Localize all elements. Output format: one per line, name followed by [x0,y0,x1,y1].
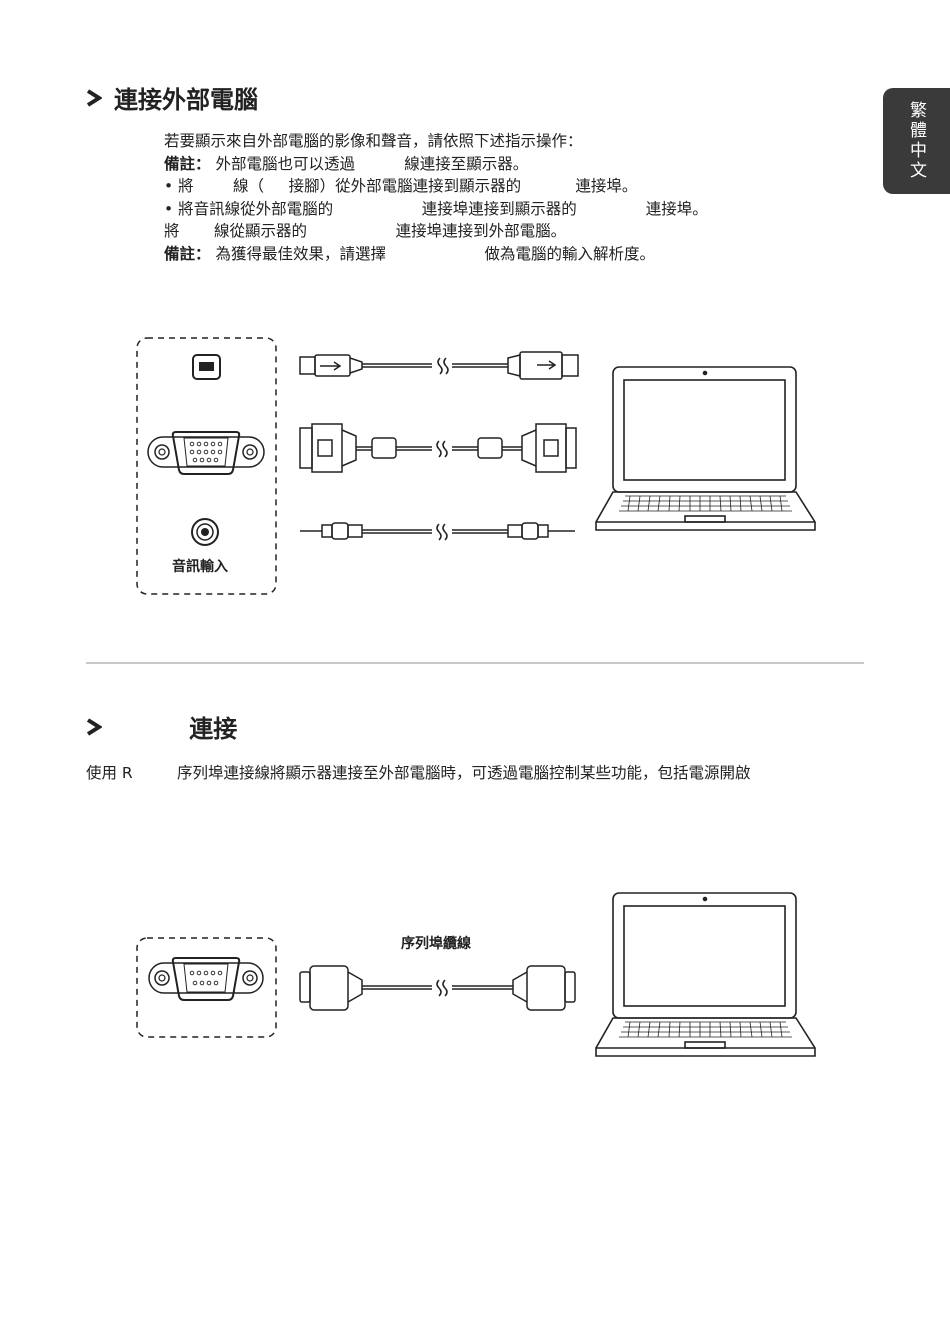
serial-cable-icon [299,965,576,1011]
section-divider [86,662,864,664]
laptop-icon [595,892,816,1057]
section2-body: 使用 R 序列埠連接線將顯示器連接至外部電腦時，可透過電腦控制某些功能，包括電源… [86,764,751,782]
serial-cable-label: 序列埠纜線 [401,935,471,952]
chevron-right-icon [86,88,102,107]
language-tab-label: 繁體中文 [906,101,926,181]
laptop-icon [595,366,816,531]
audio-jack-icon [191,518,219,546]
display-port-panel [136,337,277,595]
section1-heading: 連接外部電腦 [86,80,258,115]
instruction-line: • 將 線（ 接腳）從外部電腦連接到顯示器的 連接埠。 [164,177,638,196]
audio-cable-icon [300,522,575,541]
usb-b-port-icon [192,354,221,380]
instruction-line: 若要顯示來自外部電腦的影像和聲音，請依照下述指示操作： [164,132,583,150]
section1-instructions: 若要顯示來自外部電腦的影像和聲音，請依照下述指示操作： 備註： 外部電腦也可以透… [164,130,708,266]
instruction-line: 備註： 外部電腦也可以透過 線連接至顯示器。 [164,154,529,173]
usb-cable-icon [299,351,579,380]
vga-cable-icon [299,423,577,473]
instruction-line: 備註： 為獲得最佳效果，請選擇 做為電腦的輸入解析度。 [164,244,655,263]
rs232-connection-diagram: 序列埠纜線 [136,892,816,1057]
section2-title: 連接 [114,715,238,743]
pc-connection-diagram: 音訊輸入 [136,337,816,595]
rs232-port-panel [136,937,277,1038]
vga-port-icon [147,431,265,475]
language-tab[interactable]: 繁體中文 [883,88,950,194]
db9-port-icon [148,957,264,1001]
section1-title: 連接外部電腦 [114,86,258,114]
instruction-line: 將 線從顯示器的 連接埠連接到外部電腦。 [164,222,567,241]
chevron-right-icon [86,717,102,736]
audio-input-label: 音訊輸入 [172,558,228,575]
instruction-line: • 將音訊線從外部電腦的 連接埠連接到顯示器的 連接埠。 [164,199,708,218]
section2-heading: 連接 [86,709,237,744]
